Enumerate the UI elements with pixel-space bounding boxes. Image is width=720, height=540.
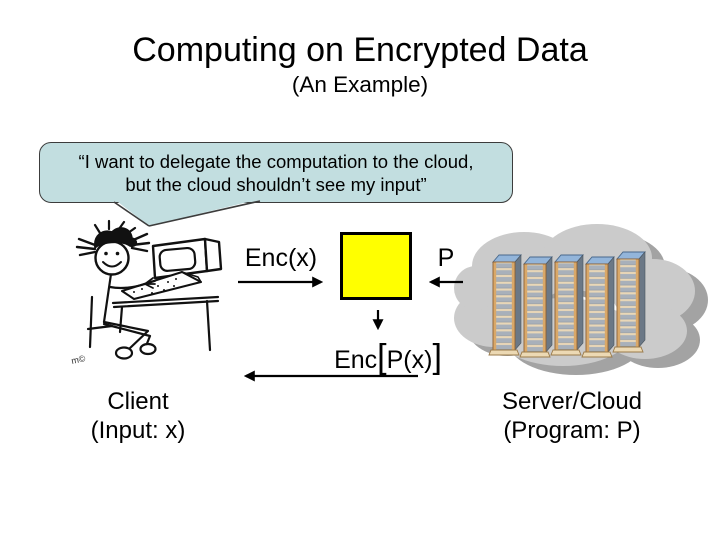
server-caption: Server/Cloud (Program: P) (482, 387, 662, 445)
server-rack-icon (518, 255, 554, 359)
speech-bubble-tail-icon (113, 199, 261, 227)
speech-bubble-line1: “I want to delegate the computation to t… (78, 150, 474, 172)
speech-bubble-line2: but the cloud shouldn’t see my input” (125, 173, 427, 195)
enc-result-label: Enc[P(x)] (308, 340, 468, 377)
server-rack-icon (580, 255, 616, 359)
cloud-icon (454, 224, 708, 375)
client-caption: Client (Input: x) (48, 387, 228, 445)
speech-bubble: “I want to delegate the computation to t… (39, 142, 513, 203)
server-rack-icon (487, 253, 523, 357)
client-figure-icon: m© (70, 219, 223, 366)
page-title: Computing on Encrypted Data (132, 31, 588, 69)
compute-box (340, 232, 412, 300)
server-name: Server/Cloud (501, 388, 643, 415)
enc-result-prefix: Enc (334, 346, 378, 374)
client-detail: (Input: x) (90, 417, 186, 444)
client-name: Client (107, 388, 169, 415)
enc-x-label: Enc(x) (244, 244, 318, 272)
program-p-label: P (437, 244, 455, 272)
server-detail: (Program: P) (503, 417, 641, 444)
enc-result-open-bracket: [ (377, 338, 387, 376)
server-rack-icon (611, 250, 647, 354)
artist-signature: m© (70, 353, 86, 366)
server-rack-icon (549, 253, 585, 357)
enc-result-inner: P(x) (386, 346, 433, 374)
enc-result-close-bracket: ] (432, 338, 442, 376)
page-subtitle: (An Example) (291, 72, 429, 97)
